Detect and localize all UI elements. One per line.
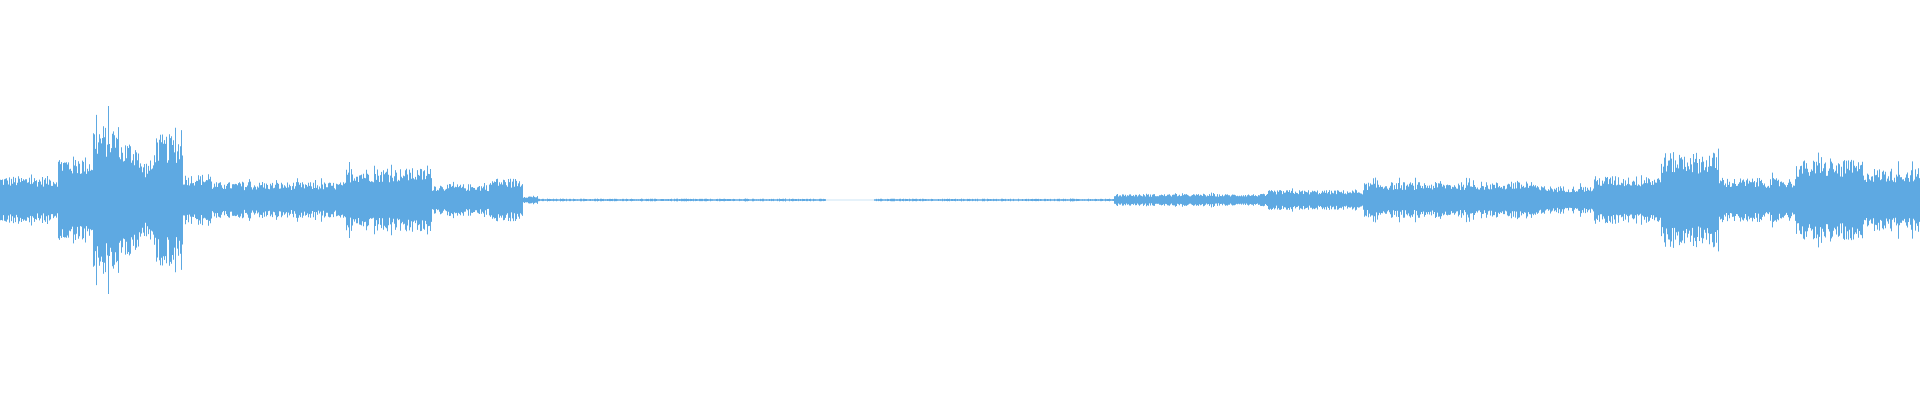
waveform-bars — [0, 106, 1920, 294]
